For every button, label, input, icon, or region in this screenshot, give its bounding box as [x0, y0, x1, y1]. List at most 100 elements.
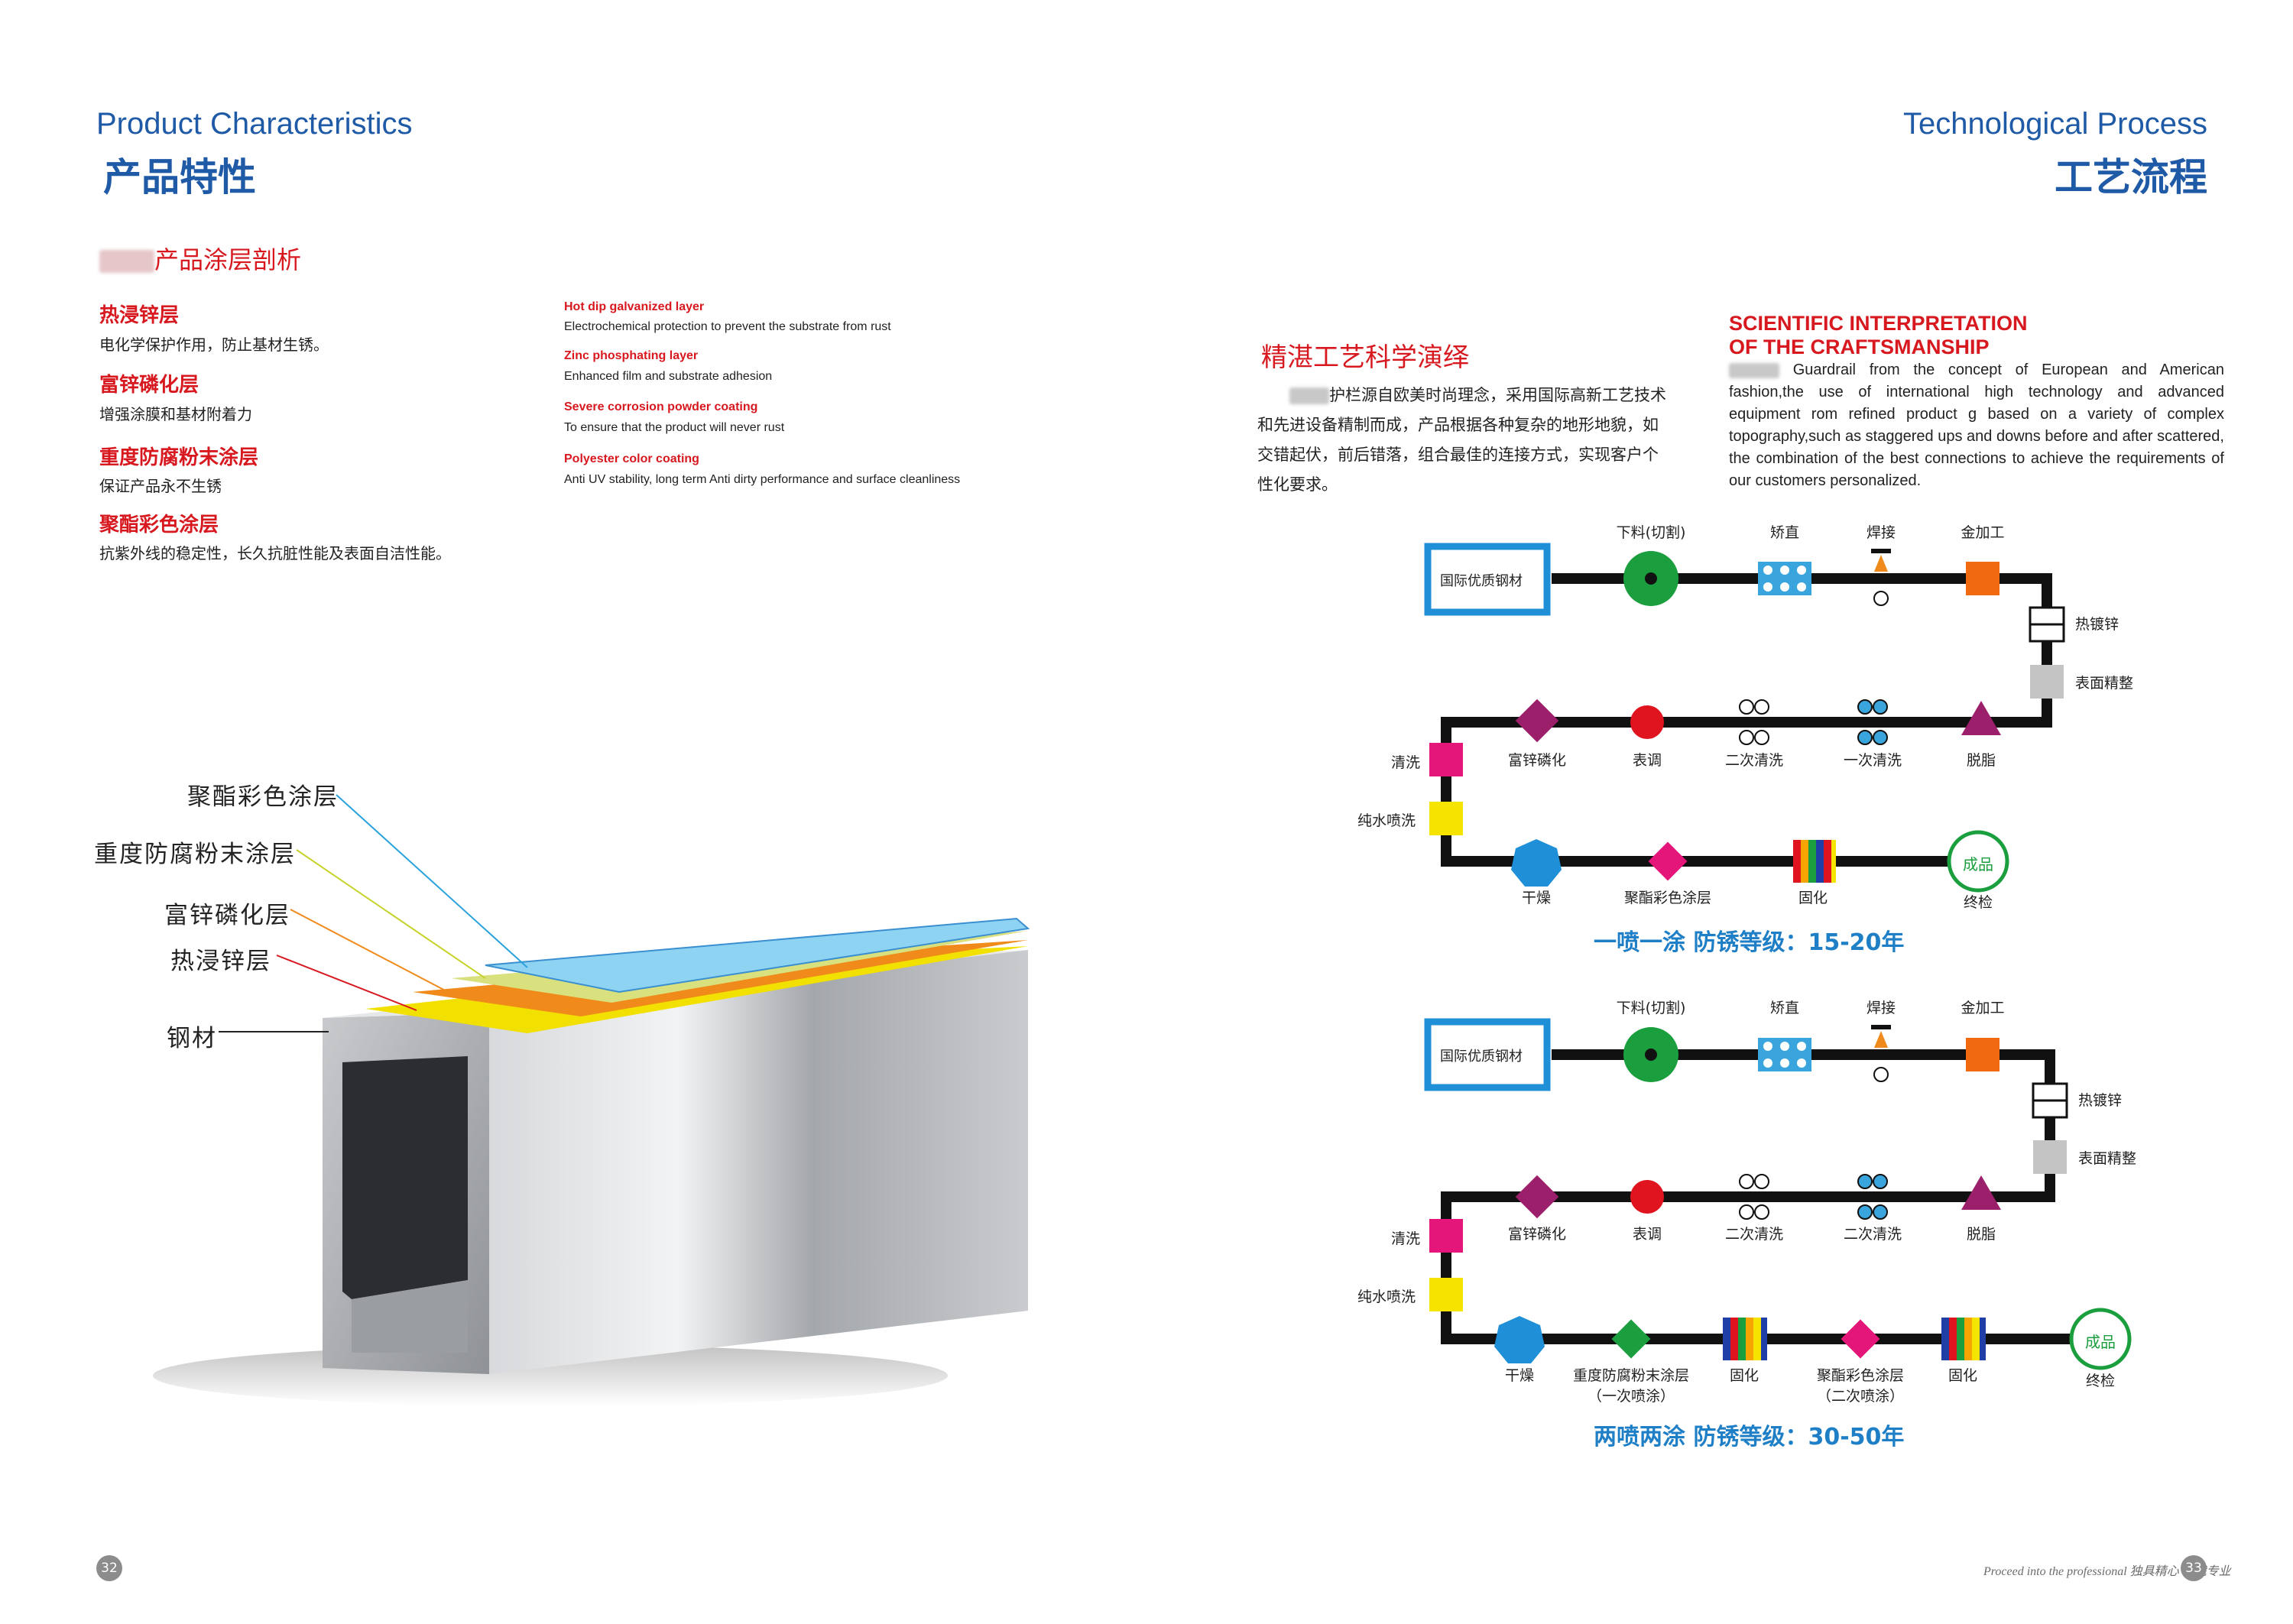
layer-2-cn: 富锌磷化层 [99, 374, 199, 397]
pure-water-spray-icon [1429, 1278, 1463, 1311]
cleaning-icon [1429, 1219, 1463, 1253]
finished-product-badge [1947, 830, 2009, 893]
layer-4-en-desc: Anti UV stability, long term Anti dirty … [564, 473, 961, 486]
powder-coating-icon [1611, 1319, 1651, 1359]
layer-4-en: Polyester color coating [564, 452, 699, 465]
flow-1-label-zinc-phosphating: 富锌磷化 [1507, 752, 1567, 769]
flow-1-label-second-wash: 二次清洗 [1724, 752, 1784, 769]
flow-2-label-curing-2: 固化 [1948, 1367, 1978, 1384]
heading-cn-right: 工艺流程 [2055, 155, 2207, 199]
layer-4-cn-desc: 抗紫外线的稳定性，长久抗脏性能及表面自洁性能。 [99, 544, 451, 562]
diagram-label-phosphate: 富锌磷化层 [164, 902, 290, 929]
flow-2-label-cleaning: 清洗 [1391, 1230, 1421, 1247]
flow-2-label-degreasing: 脱脂 [1966, 1226, 1996, 1243]
tube-side-face [489, 950, 1028, 1374]
flow-1-finished-badge-text: 成品 [1963, 855, 1993, 874]
drying-icon [1494, 1316, 1545, 1363]
diagram-label-galvanized: 热浸锌层 [170, 948, 271, 975]
flow-2 [1424, 1018, 2132, 1370]
flow-2-label-surface-conditioning: 表调 [1632, 1226, 1662, 1243]
leader-galvanized [276, 955, 417, 1011]
layer-4-cn: 聚酯彩色涂层 [99, 514, 219, 536]
zinc-phosphating-icon [1515, 1175, 1559, 1219]
flow-1-label-welding: 焊接 [1866, 524, 1896, 541]
diagram-label-powder: 重度防腐粉末涂层 [94, 841, 296, 868]
craft-title-en-1: SCIENTIFIC INTERPRETATION [1729, 312, 2028, 335]
welding-icon [1871, 549, 1891, 606]
flow-1-label-degreasing: 脱脂 [1966, 752, 1996, 769]
flow-2-label-pure-water-spray: 纯水喷洗 [1357, 1289, 1416, 1305]
degreasing-icon [1961, 1175, 2001, 1210]
layer-3-cn: 重度防腐粉末涂层 [99, 446, 259, 469]
flow-1-label-curing: 固化 [1798, 890, 1828, 906]
heading-en-left: Product Characteristics [96, 107, 413, 141]
coating-section-title: 产品涂层剖析 [99, 241, 301, 276]
craft-paragraph-cn-text: 护栏源自欧美时尚理念，采用国际高新工艺技术和先进设备精制而成，产品根据各种复杂的… [1257, 386, 1666, 494]
flow-1-label-cleaning: 清洗 [1391, 754, 1421, 771]
degreasing-icon [1961, 701, 2001, 735]
finished-product-badge [2069, 1308, 2132, 1370]
flow-2-label-galvanizing: 热镀锌 [2078, 1092, 2123, 1109]
craft-title-cn: 精湛工艺科学演绎 [1261, 342, 1469, 373]
flow-2-label-curing: 固化 [1729, 1367, 1759, 1384]
flow-2-label-second-wash-2: 二次清洗 [1843, 1226, 1902, 1243]
flow-1-start-box [1424, 543, 1551, 616]
layer-1-en-desc: Electrochemical protection to prevent th… [564, 320, 891, 333]
curing-icon-2 [1941, 1318, 1986, 1360]
layer-2-en-desc: Enhanced film and substrate adhesion [564, 370, 773, 383]
craft-paragraph-en: Guardrail from the concept of European a… [1729, 359, 2224, 492]
layer-2-en: Zinc phosphating layer [564, 349, 699, 362]
curing-icon [1723, 1318, 1767, 1360]
pure-water-spray-icon [1429, 802, 1463, 835]
zinc-phosphating-icon [1515, 699, 1559, 743]
surface-finishing-icon [2030, 665, 2064, 699]
second-wash-icon [1739, 1174, 1769, 1220]
polyester-coating-icon [1841, 1319, 1880, 1359]
layer-1-cn-desc: 电化学保护作用，防止基材生锈。 [99, 335, 329, 354]
heading-en-right: Technological Process [1903, 107, 2207, 141]
flow-2-label-metal-processing: 金加工 [1961, 1000, 2005, 1016]
flow-1-label-drying: 干燥 [1521, 890, 1552, 906]
flow-2-label-straightening: 矫直 [1769, 1000, 1800, 1016]
leader-polyester [336, 794, 528, 968]
flow-2-finished-badge-text: 成品 [2085, 1333, 2116, 1351]
layer-3-cn-desc: 保证产品永不生锈 [99, 477, 222, 495]
blurred-brand [99, 250, 154, 273]
leader-powder [296, 849, 486, 979]
flow-2-label-polyester-coating: 聚酯彩色涂层 [1816, 1367, 1905, 1384]
heading-cn-left: 产品特性 [103, 155, 256, 199]
polyester-coating-icon [1648, 841, 1688, 881]
cleaning-icon [1429, 743, 1463, 776]
blurred-brand [1289, 387, 1329, 404]
flow-1-label-final-inspection: 终检 [1963, 894, 1993, 911]
flow-1-label-galvanizing: 热镀锌 [2075, 616, 2119, 633]
second-wash-icon-2 [1857, 1174, 1888, 1220]
flow-1-label-surface-conditioning: 表调 [1632, 752, 1662, 769]
flow-1-grade: 一喷一涂 防锈等级：15-20年 [1594, 929, 1905, 956]
first-wash-icon [1857, 699, 1888, 745]
tube-opening-inner [352, 1280, 468, 1353]
flow-2-label-zinc-phosphating: 富锌磷化 [1507, 1226, 1567, 1243]
surface-conditioning-icon [1630, 705, 1664, 739]
flow-2-label-welding: 焊接 [1866, 1000, 1896, 1016]
flow-2-label-second-wash: 二次清洗 [1724, 1226, 1784, 1243]
flow-1-label-straightening: 矫直 [1769, 524, 1800, 541]
flow-2-label-cutting: 下料(切割) [1616, 1000, 1686, 1016]
diagram-label-polyester: 聚酯彩色涂层 [187, 783, 339, 811]
layer-3-en: Severe corrosion powder coating [564, 400, 758, 413]
page-number-right: 33 [2181, 1555, 2207, 1581]
flow-2-grade: 两喷两涂 防锈等级：30-50年 [1594, 1424, 1905, 1451]
straightening-icon [1758, 562, 1811, 595]
metal-processing-icon [1966, 562, 1999, 595]
layer-1-en: Hot dip galvanized layer [564, 300, 705, 313]
flow-1-label-pure-water-spray: 纯水喷洗 [1357, 812, 1416, 829]
curing-icon [1793, 840, 1836, 883]
flow-1-label-first-wash: 一次清洗 [1843, 752, 1902, 769]
polyester-layer [485, 919, 1028, 992]
flow-2-label-second-spray: （二次喷涂） [1816, 1388, 1905, 1405]
flow-2-label-first-spray: （一次喷涂） [1587, 1388, 1675, 1405]
metal-processing-icon [1966, 1038, 1999, 1071]
flow-1-label-surface-finishing: 表面精整 [2075, 675, 2134, 692]
blurred-brand [1729, 362, 1779, 378]
